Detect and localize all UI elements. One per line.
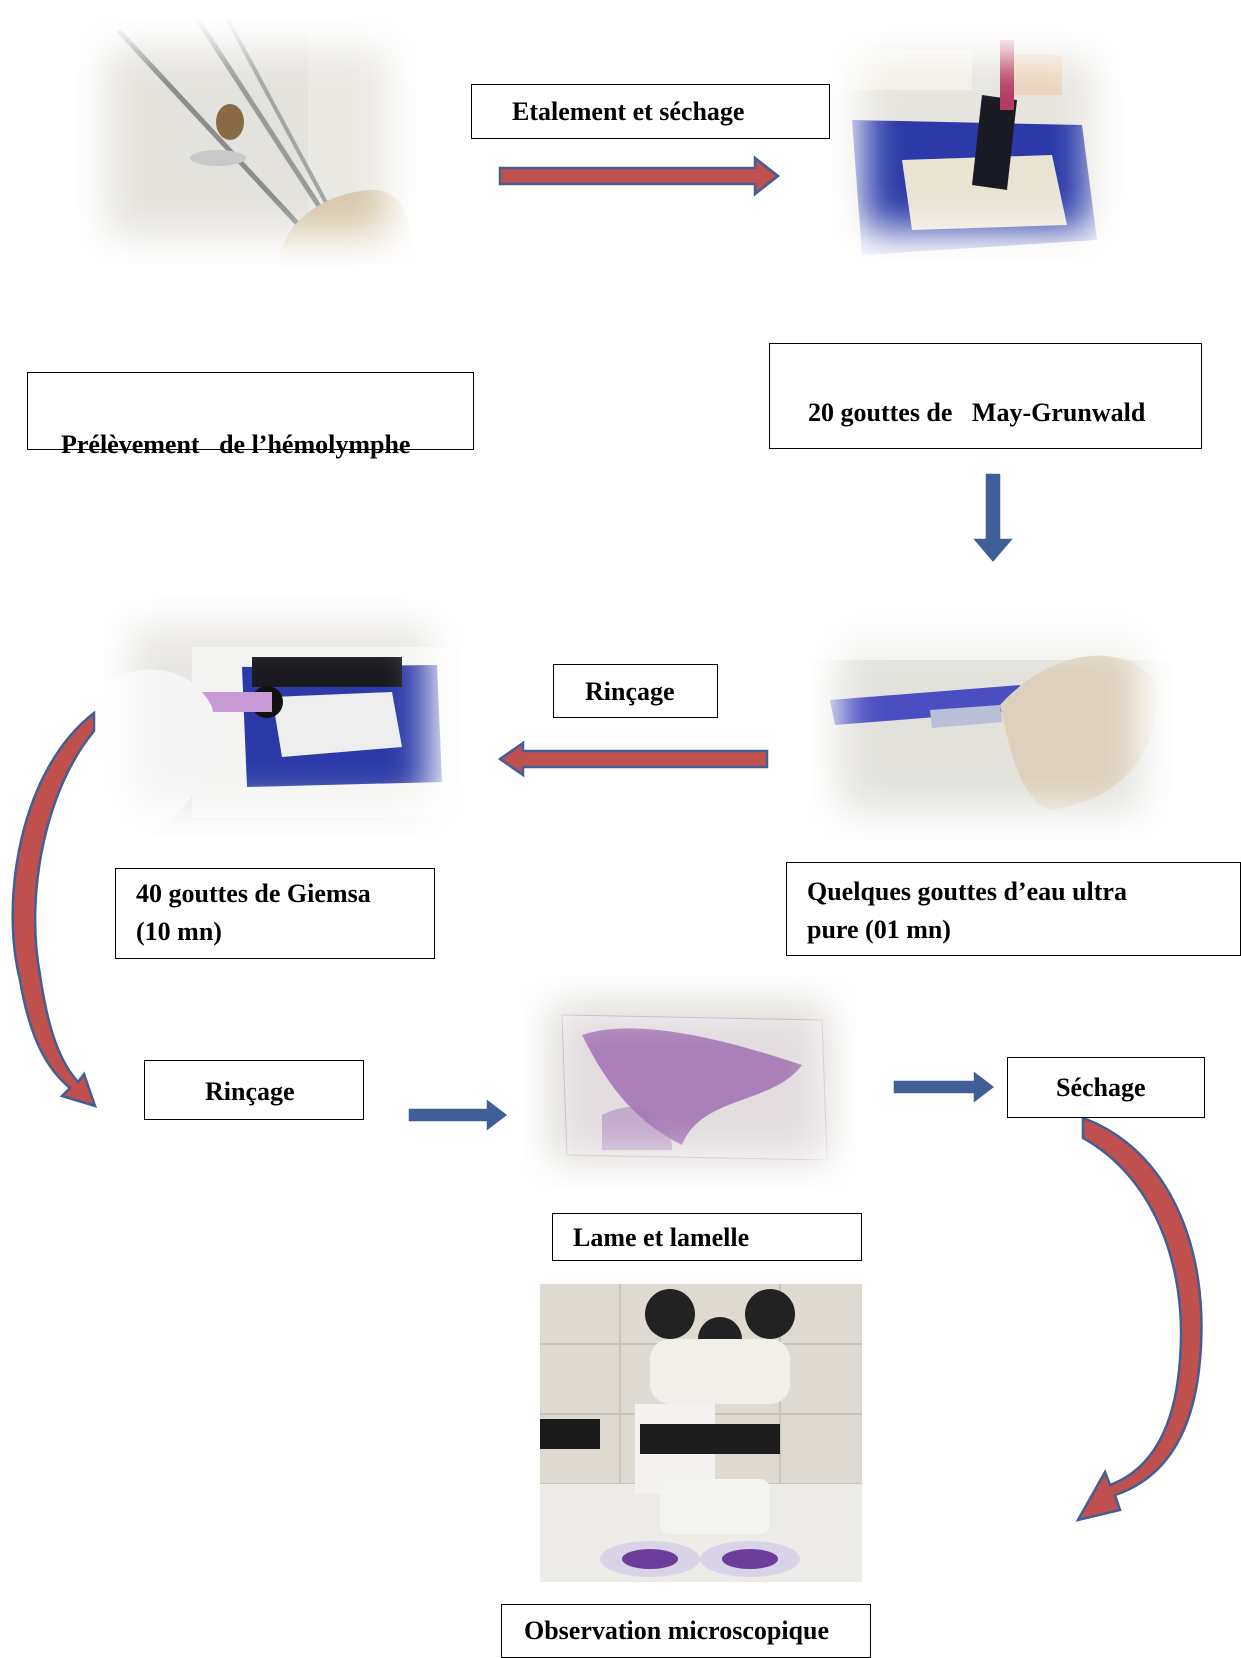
observation-label: Observation microscopique <box>524 1616 830 1645</box>
arrow-right-3 <box>893 1071 995 1103</box>
stained-slide-photo <box>522 975 857 1190</box>
may-grunwald-label-box: 20 gouttes de May-Grunwald <box>769 343 1202 449</box>
observation-label-box: Observation microscopique <box>501 1604 871 1658</box>
curved-arrow-right <box>1075 1116 1203 1522</box>
eau-label-line2: pure (01 mn) <box>807 914 951 944</box>
rincage-label-1: Rinçage <box>585 677 675 706</box>
hemolymph-sampling-photo <box>78 20 418 265</box>
curved-arrow-left <box>11 710 97 1108</box>
eau-label-line1: Quelques gouttes d’eau ultra <box>807 877 1127 906</box>
rincage-label-box-1: Rinçage <box>553 664 718 718</box>
giemsa-label-box: 40 gouttes de Giemsa (10 mn) <box>115 868 435 959</box>
giemsa-label-line2: (10 mn) <box>136 916 222 946</box>
rinsing-photo <box>810 610 1170 840</box>
lame-label: Lame et lamelle <box>573 1223 750 1252</box>
rincage-label-2: Rinçage <box>205 1077 295 1106</box>
rincage-label-box-2: Rinçage <box>144 1060 364 1120</box>
giemsa-label-line1: 40 gouttes de Giemsa <box>136 879 371 908</box>
arrow-right-2 <box>408 1099 508 1131</box>
etalement-label-box: Etalement et séchage <box>471 84 830 139</box>
eau-label-box: Quelques gouttes d’eau ultra pure (01 mn… <box>786 862 1241 956</box>
microscope-photo <box>540 1284 862 1582</box>
arrow-right-1 <box>498 155 781 197</box>
smear-drying-photo <box>832 30 1122 260</box>
prelevement-label-box: Prélèvement de l’hémolymphe <box>27 372 474 459</box>
lame-label-box: Lame et lamelle <box>552 1213 862 1261</box>
sechage-label: Séchage <box>1056 1073 1146 1102</box>
etalement-label: Etalement et séchage <box>512 97 745 126</box>
giemsa-staining-photo <box>102 597 460 837</box>
may-grunwald-label: 20 gouttes de May-Grunwald <box>808 397 1146 427</box>
prelevement-label: Prélèvement de l’hémolymphe <box>61 429 411 459</box>
arrow-down-1 <box>973 473 1013 562</box>
arrow-left-1 <box>497 740 769 778</box>
sechage-label-box: Séchage <box>1007 1057 1205 1118</box>
